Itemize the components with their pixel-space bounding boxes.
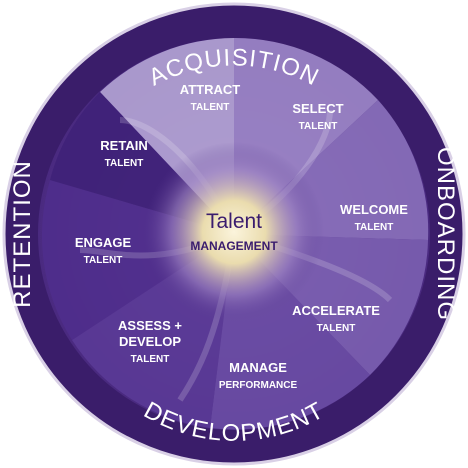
stage-sub: TALENT [105,158,144,169]
stage-welcome: WELCOME TALENT [340,202,408,233]
stage-sub: TALENT [131,354,170,365]
stage-sub: TALENT [299,121,338,132]
stage-title: RETAIN [100,138,147,153]
stage-sub: TALENT [84,255,123,266]
stage-sub: TALENT [191,102,230,113]
center-glow [144,142,324,322]
stage-sub: TALENT [317,323,356,334]
stage-title: MANAGE [229,360,287,375]
stage-retain: RETAIN TALENT [100,138,147,169]
stage-sub: PERFORMANCE [219,380,298,391]
stage-select: SELECT TALENT [292,101,343,132]
stage-title: WELCOME [340,202,408,217]
center-subtitle: MANAGEMENT [190,239,278,253]
stage-title-line2: DEVELOP [119,334,181,349]
stage-sub: TALENT [355,222,394,233]
stage-title: ATTRACT [180,82,240,97]
ring-label-retention: RETENTION [9,160,36,308]
stage-title: SELECT [292,101,343,116]
center-title: Talent [206,210,262,233]
stage-title: ENGAGE [75,235,132,250]
stage-attract: ATTRACT TALENT [180,82,240,113]
stage-assess-develop: ASSESS + DEVELOP TALENT [118,318,182,365]
stage-engage: ENGAGE TALENT [75,235,132,266]
stage-title: ACCELERATE [292,303,380,318]
stage-accelerate: ACCELERATE TALENT [292,303,380,334]
ring-label-onboarding: ONBOARDING [432,147,459,321]
stage-manage: MANAGE PERFORMANCE [219,360,298,391]
stage-title: ASSESS + [118,318,182,333]
